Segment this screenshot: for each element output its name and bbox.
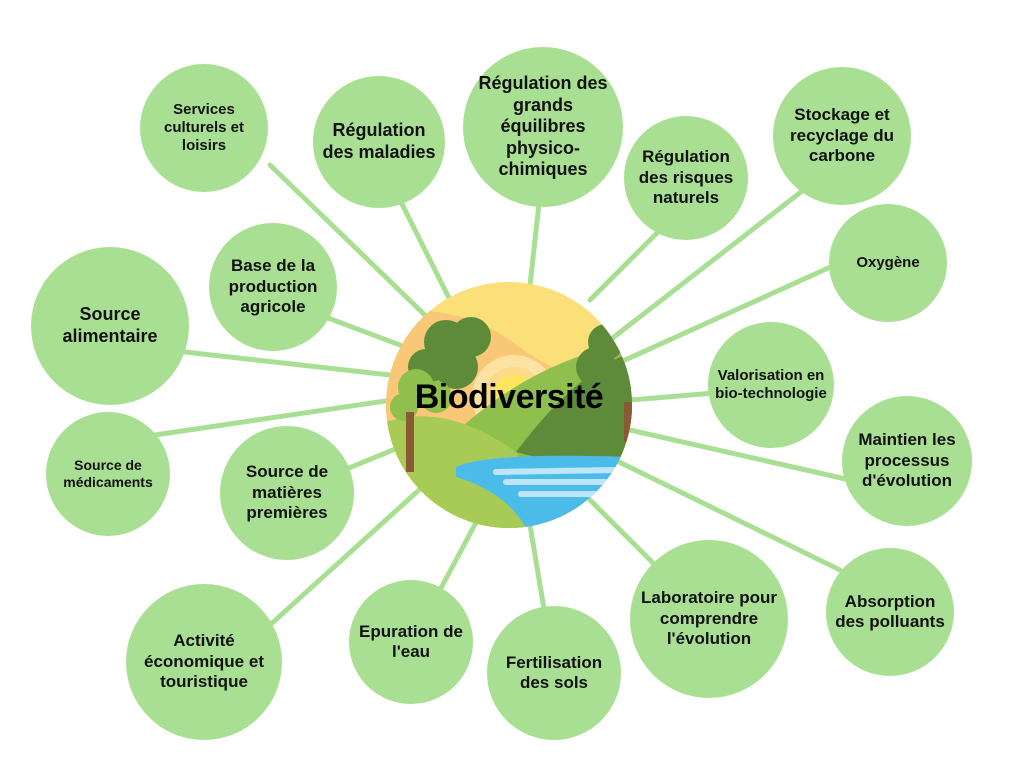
node-regulation-risques: Régulation des risques naturels [624,116,748,240]
node-activite-economique: Activité économique et touristique [126,584,282,740]
node-services-culturels: Services culturels et loisirs [140,64,268,192]
node-oxygene: Oxygène [829,204,947,322]
node-absorption-polluants: Absorption des polluants [826,548,954,676]
node-stockage-carbone: Stockage et recyclage du carbone [773,67,911,205]
node-medicaments: Source de médicaments [46,412,170,536]
node-regulation-maladies: Régulation des maladies [313,76,445,208]
node-processus-evolution: Maintien les processus d'évolution [842,396,972,526]
node-fertilisation-sols: Fertilisation des sols [487,606,621,740]
node-biotechnologie: Valorisation en bio-technologie [708,322,834,448]
center-title: Biodiversité [414,378,604,416]
node-epuration-eau: Epuration de l'eau [349,580,473,704]
node-source-alimentaire: Source alimentaire [31,247,189,405]
node-matieres-premieres: Source de matières premières [220,426,354,560]
node-laboratoire-evolution: Laboratoire pour comprendre l'évolution [630,540,788,698]
node-production-agricole: Base de la production agricole [209,223,337,351]
node-regulation-equilibres: Régulation des grands équilibres physico… [463,47,623,207]
